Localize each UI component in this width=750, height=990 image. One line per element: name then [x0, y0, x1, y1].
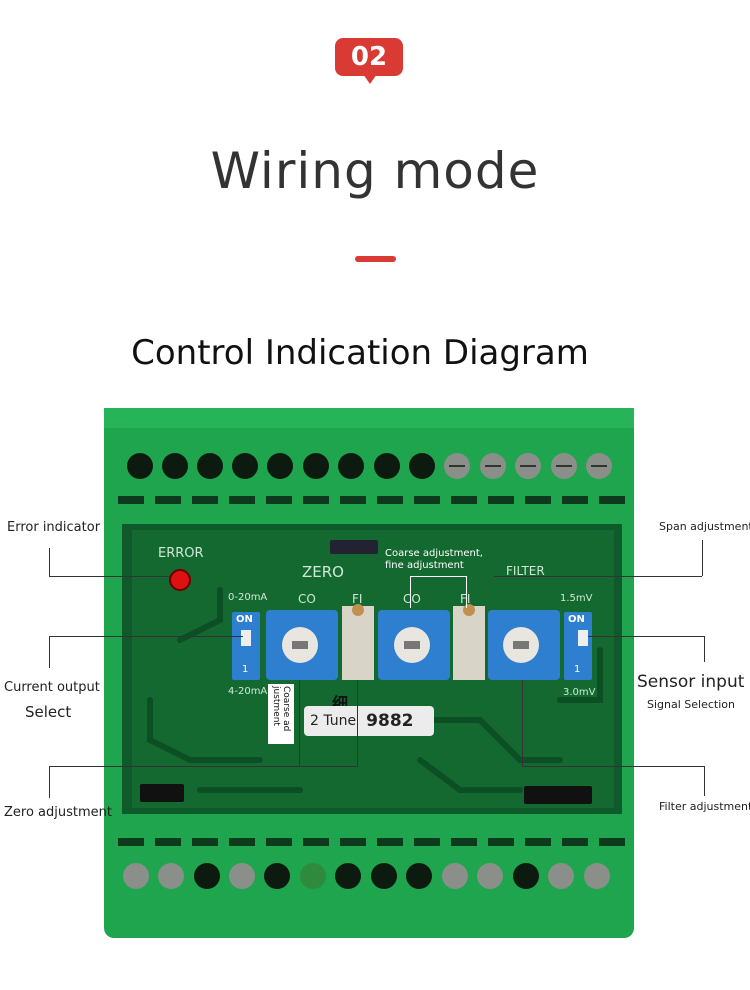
leader-span-v	[702, 540, 703, 576]
leader-filter-v	[704, 766, 705, 796]
board-3-0mv-text: 3.0mV	[563, 687, 596, 698]
bottom-terminal-row	[123, 863, 610, 889]
leader-zero-fi	[357, 680, 358, 766]
board-filter-text: FILTER	[506, 564, 545, 578]
board-co-text: CO	[298, 592, 316, 606]
right-dip-on-text: ON	[568, 614, 585, 625]
left-dip-one-text: 1	[242, 664, 249, 675]
coarse-fine-callout: Coarse adjustment, fine adjustment	[385, 548, 483, 572]
badge-pointer	[363, 74, 377, 84]
board-4-20ma-text: 4-20mA	[228, 686, 268, 697]
leader-zero-co	[299, 680, 300, 766]
leader-zero-v	[49, 766, 50, 798]
leader-sensor-h	[588, 636, 704, 637]
signal-selection-label: Signal Selection	[647, 698, 735, 711]
leader-sensor-v	[704, 636, 705, 662]
board-fi2-text: FI	[460, 592, 470, 606]
board-zero-text: ZERO	[302, 563, 344, 581]
board-co2-text: CO	[403, 592, 421, 606]
leader-filter-up	[522, 680, 523, 766]
diagram-title: Control Indication Diagram	[131, 333, 589, 373]
leader-coarse-r	[466, 576, 467, 608]
board-0-20ma-text: 0-20mA	[228, 592, 268, 603]
coarse-fine-line-2: fine adjustment	[385, 560, 464, 571]
leader-current-h	[49, 636, 243, 637]
leader-error-v	[49, 548, 50, 576]
board-error-text: ERROR	[158, 546, 204, 561]
leader-error-h	[49, 576, 169, 577]
filter-adjustment-label: Filter adjustment	[659, 800, 750, 813]
leader-coarse-l	[410, 576, 411, 608]
current-output-label: Current output	[4, 680, 100, 695]
coarse-fine-line-1: Coarse adjustment,	[385, 548, 483, 559]
leader-coarse-h	[410, 576, 466, 577]
select-label: Select	[25, 703, 72, 721]
tune-number: 9882	[366, 711, 414, 731]
leader-span-h	[494, 576, 702, 577]
right-dip-one-text: 1	[574, 664, 581, 675]
left-dip-on-text: ON	[236, 614, 253, 625]
tune-sticker: 2 Tune 9882	[304, 706, 434, 736]
coarse-vertical-text: Coarse ad justment	[271, 686, 291, 732]
leader-zero-h	[49, 766, 358, 767]
title-underline	[355, 256, 396, 262]
span-adjustment-label: Span adjustment	[659, 520, 750, 533]
leader-filter-h	[522, 766, 704, 767]
top-terminal-row	[127, 453, 612, 479]
zero-adjustment-label: Zero adjustment	[4, 805, 112, 820]
tune-label: 2 Tune	[310, 713, 357, 729]
sensor-input-label: Sensor input	[637, 672, 745, 692]
coarse-vertical-callout: Coarse ad justment	[268, 684, 294, 744]
leader-current-v	[49, 636, 50, 668]
page-title: Wiring mode	[210, 142, 540, 200]
board-fi-text: FI	[352, 592, 363, 606]
error-indicator-label: Error indicator	[7, 520, 101, 535]
section-number-badge: 02	[335, 38, 403, 76]
board-1-5mv-text: 1.5mV	[560, 593, 593, 604]
